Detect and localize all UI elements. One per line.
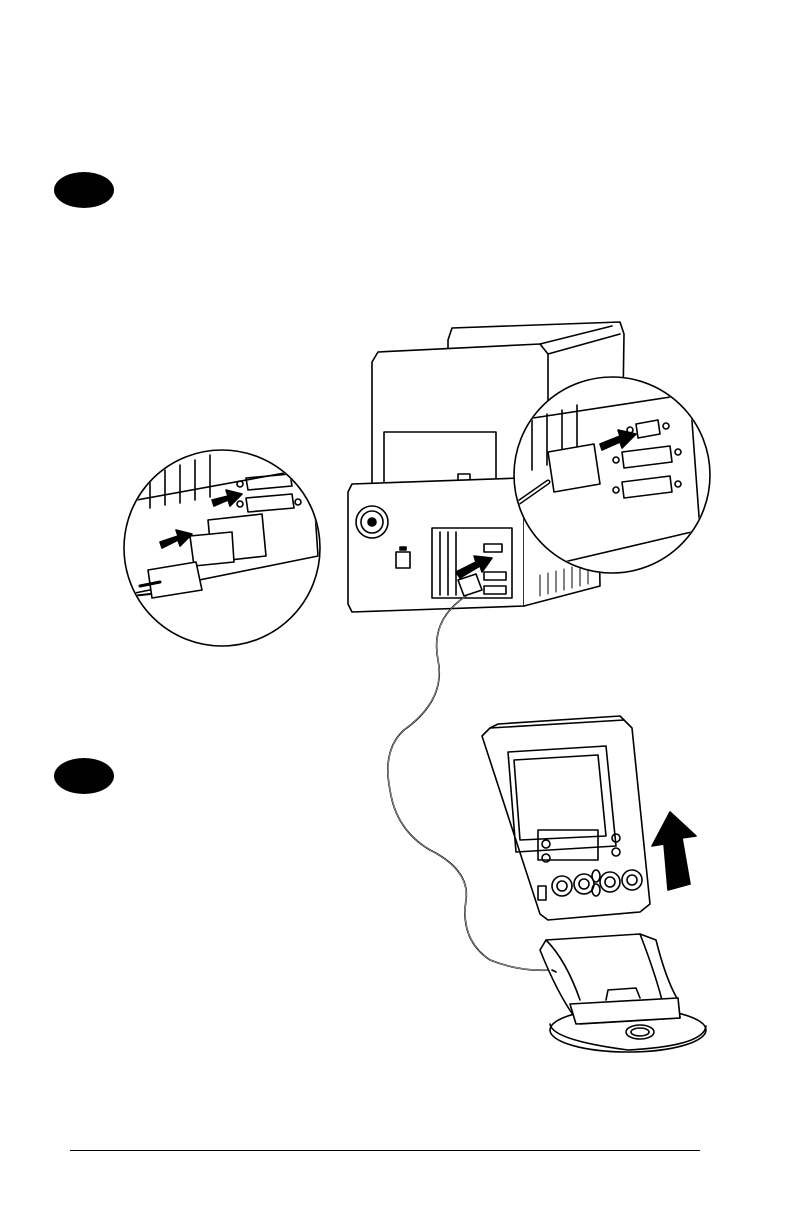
handheld-device [482, 716, 650, 920]
serial-port-detail-left [124, 450, 320, 646]
cradle [540, 934, 706, 1052]
footer-rule [70, 1150, 700, 1151]
upward-arrow [652, 812, 696, 890]
